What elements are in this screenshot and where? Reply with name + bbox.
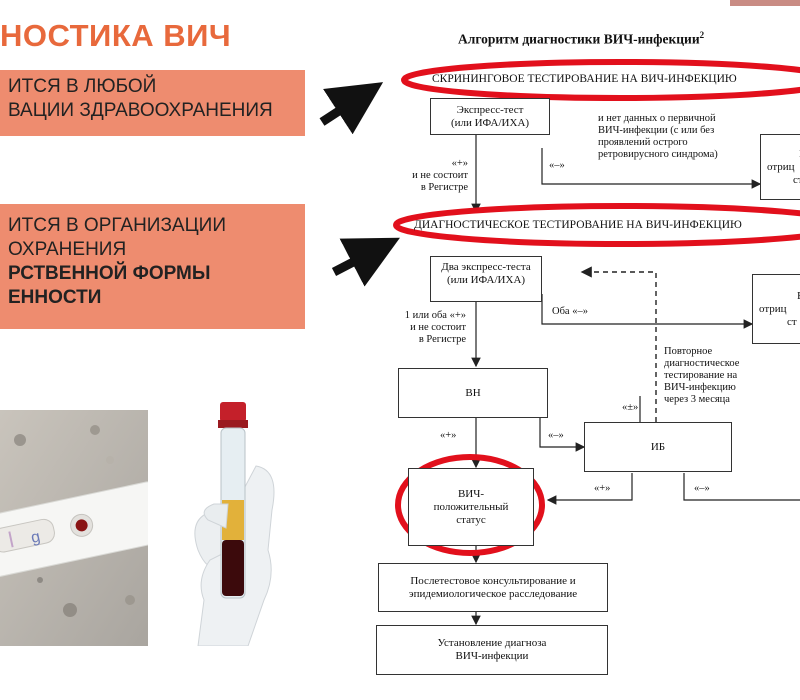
box-line: В bbox=[767, 148, 800, 161]
highlight-ellipse-positive bbox=[395, 454, 545, 556]
one-or-both-positive-label: 1 или оба «+» и не состоит в Регистре bbox=[382, 310, 466, 346]
box-line: отриц bbox=[767, 160, 795, 173]
box-line: (или ИФА/ИХА) bbox=[446, 274, 526, 286]
box-line: Послетестовое консультирование и bbox=[410, 574, 576, 587]
note-line: ИТСЯ В ЛЮБОЙ bbox=[8, 76, 157, 97]
highlight-ellipse-diagnostic bbox=[393, 203, 800, 247]
note-diagnostic: ИТСЯ В ОРГАНИЗАЦИИ ОХРАНЕНИЯ РСТВЕННОЙ Ф… bbox=[0, 204, 305, 329]
label-line: «+» bbox=[451, 158, 468, 169]
negative-status-box-2: В отриц ст bbox=[752, 274, 800, 344]
negative-label: «–» bbox=[694, 483, 710, 494]
ib-box: ИБ bbox=[584, 422, 732, 472]
box-line: ст bbox=[787, 315, 797, 328]
note-line: РСТВЕННОЙ ФОРМЫ bbox=[8, 263, 211, 284]
note-line: Повторное bbox=[664, 346, 713, 357]
positive-label: «+» bbox=[440, 430, 457, 441]
positive-not-in-register-label: «+» и не состоит в Регистре bbox=[402, 158, 468, 194]
negative-label: «–» bbox=[549, 160, 565, 171]
counseling-box: Послетестовое консультирование и эпидеми… bbox=[378, 563, 608, 612]
blood-tube-photo bbox=[168, 400, 300, 646]
slide-title: НОСТИКА ВИЧ bbox=[0, 18, 232, 53]
svg-text:g: g bbox=[30, 528, 42, 546]
box-line: Экспресс-тест bbox=[456, 103, 524, 116]
repeat-test-note: Повторное диагностическое тестирование н… bbox=[664, 346, 739, 406]
both-negative-label: Оба «–» bbox=[552, 306, 588, 317]
label-line: в Регистре bbox=[420, 182, 468, 193]
screening-band: СКРИНИНГОВОЕ ТЕСТИРОВАНИЕ НА ВИЧ-ИНФЕКЦИ… bbox=[432, 73, 737, 85]
flowchart-title-text: Алгоритм диагностики ВИЧ-инфекции bbox=[458, 31, 700, 47]
label-line: в Регистре bbox=[418, 334, 466, 345]
note-line: и нет данных о первичной bbox=[598, 113, 716, 124]
note-line: ОХРАНЕНИЯ bbox=[8, 239, 127, 260]
corner-decoration bbox=[730, 0, 800, 6]
box-line: эпидемиологическое расследование bbox=[408, 587, 578, 600]
no-data-note: и нет данных о первичной ВИЧ-инфекции (с… bbox=[598, 113, 718, 161]
express-test-box: Экспресс-тест (или ИФА/ИХА) bbox=[430, 98, 550, 135]
note-line: ИТСЯ В ОРГАНИЗАЦИИ bbox=[8, 215, 226, 236]
positive-label: «+» bbox=[594, 483, 611, 494]
note-line: через 3 месяца bbox=[664, 394, 730, 405]
two-tests-box: Два экспресс-теста (или ИФА/ИХА) bbox=[430, 256, 542, 302]
box-line: В bbox=[759, 290, 800, 303]
vn-box: ВН bbox=[398, 368, 548, 418]
pointer-arrow bbox=[331, 237, 400, 287]
diagnosis-box: Установление диагноза ВИЧ-инфекции bbox=[376, 625, 608, 675]
box-line: (или ИФА/ИХА) bbox=[450, 116, 530, 129]
note-line: тестирование на bbox=[664, 370, 738, 381]
label-line: и не состоит bbox=[412, 170, 468, 181]
pointer-arrow bbox=[319, 82, 384, 135]
flowchart-title-sup: 2 bbox=[699, 30, 705, 40]
note-line: ВАЦИИ ЗДРАВООХРАНЕНИЯ bbox=[8, 100, 273, 121]
note-line: ЕННОСТИ bbox=[8, 287, 102, 308]
diagnostic-band: ДИАГНОСТИЧЕСКОЕ ТЕСТИРОВАНИЕ НА ВИЧ-ИНФЕ… bbox=[414, 219, 742, 231]
box-line: отриц bbox=[759, 302, 787, 315]
label-line: 1 или оба «+» bbox=[404, 310, 466, 321]
negative-label: «–» bbox=[548, 430, 564, 441]
plus-minus-label: «±» bbox=[622, 402, 639, 413]
note-line: ВИЧ-инфекции (с или без bbox=[598, 125, 715, 136]
box-line: ст bbox=[793, 173, 800, 186]
box-line: ВИЧ- bbox=[457, 487, 485, 500]
note-line: диагностическое bbox=[664, 358, 740, 369]
flowchart-title: Алгоритм диагностики ВИЧ-инфекции2 bbox=[458, 30, 704, 48]
note-line: проявлений острого bbox=[598, 137, 688, 148]
note-line: ВИЧ-инфекцию bbox=[664, 382, 736, 393]
box-line: Установление диагноза bbox=[437, 637, 547, 649]
note-line: ретровирусного синдрома) bbox=[598, 149, 718, 160]
highlight-ellipse-screening bbox=[401, 59, 800, 101]
box-line: положительный bbox=[433, 500, 509, 513]
box-line: ВИЧ-инфекции bbox=[455, 650, 529, 662]
rapid-test-photo: g bbox=[0, 410, 148, 646]
box-line: Два экспресс-теста bbox=[441, 261, 531, 273]
note-screening: ИТСЯ В ЛЮБОЙ ВАЦИИ ЗДРАВООХРАНЕНИЯ bbox=[0, 70, 305, 136]
box-line: статус bbox=[456, 513, 486, 526]
hiv-positive-box: ВИЧ- положительный статус bbox=[408, 468, 534, 546]
label-line: и не состоит bbox=[410, 322, 466, 333]
negative-status-box-1: В отриц ст bbox=[760, 134, 800, 200]
